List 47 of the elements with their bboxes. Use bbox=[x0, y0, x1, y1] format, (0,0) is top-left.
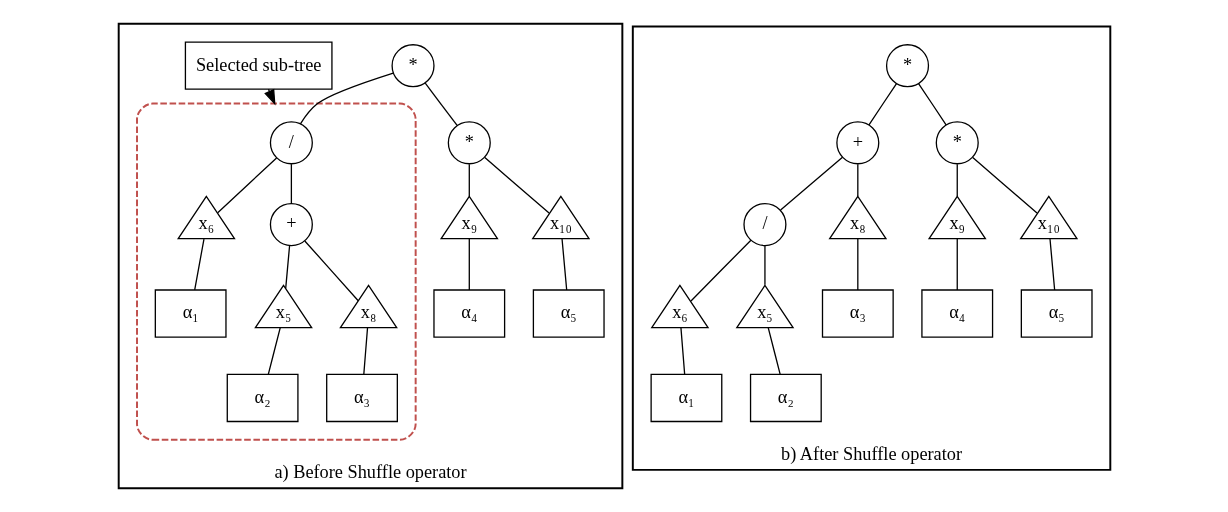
node-box: α₃ bbox=[325, 373, 398, 423]
node-box: α₄ bbox=[920, 289, 993, 338]
node-box: α₃ bbox=[821, 289, 894, 338]
connector bbox=[956, 163, 958, 197]
connector bbox=[303, 240, 359, 302]
connector bbox=[1048, 238, 1055, 291]
cluster bbox=[135, 102, 417, 441]
connector bbox=[284, 244, 290, 290]
node-box: α₅ bbox=[532, 289, 605, 338]
connector bbox=[560, 238, 567, 291]
connector bbox=[856, 163, 858, 197]
connector bbox=[468, 163, 470, 197]
node-circle: * bbox=[885, 44, 929, 88]
node-circle: + bbox=[835, 121, 879, 165]
connector bbox=[468, 238, 470, 291]
node-circle: * bbox=[390, 44, 435, 88]
node-circle: / bbox=[269, 121, 313, 165]
node-circle: * bbox=[447, 121, 491, 165]
node-box: α₁ bbox=[649, 373, 722, 423]
connector bbox=[424, 82, 458, 127]
connector bbox=[483, 156, 550, 214]
connector bbox=[767, 327, 781, 375]
connector bbox=[216, 157, 277, 214]
connector bbox=[971, 156, 1038, 214]
connector bbox=[299, 72, 394, 125]
connector bbox=[679, 327, 685, 375]
connector bbox=[956, 238, 958, 291]
connector bbox=[290, 163, 292, 205]
node-box: α₁ bbox=[154, 289, 227, 338]
connector bbox=[856, 238, 858, 291]
node-circle: + bbox=[269, 203, 313, 247]
connector bbox=[267, 327, 281, 375]
connector bbox=[779, 156, 843, 211]
connector bbox=[867, 82, 897, 126]
connector bbox=[689, 239, 752, 302]
node-box: α₄ bbox=[432, 289, 505, 338]
connector bbox=[362, 327, 368, 375]
connector bbox=[917, 82, 947, 126]
connector bbox=[193, 238, 205, 291]
node-box: α₂ bbox=[226, 373, 299, 423]
node-box: Selected sub-tree bbox=[184, 41, 333, 90]
node-box: α₂ bbox=[749, 373, 822, 423]
arrow bbox=[263, 88, 276, 106]
connector bbox=[763, 245, 766, 286]
node-circle: / bbox=[742, 203, 787, 247]
node-box: α₅ bbox=[1020, 289, 1093, 338]
node-circle: * bbox=[935, 121, 979, 165]
